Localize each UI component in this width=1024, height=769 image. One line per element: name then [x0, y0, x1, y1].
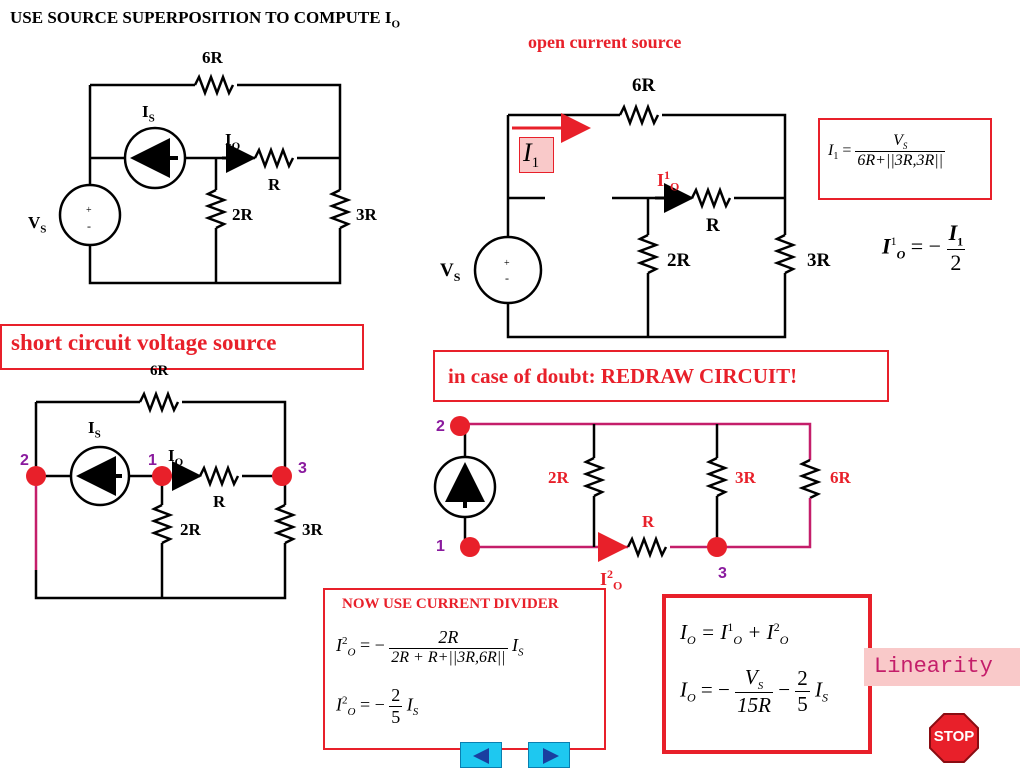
circuit-short-voltage	[34, 390, 297, 600]
label-6r: 6R	[830, 468, 851, 487]
plus-sign: +	[86, 205, 92, 216]
node-3-label: 3	[298, 460, 307, 477]
plus-sign: +	[504, 258, 510, 269]
label-2r: 2R	[232, 205, 253, 224]
linearity-label: Linearity	[864, 648, 1020, 686]
node-1-label: 1	[436, 538, 445, 555]
label-r: R	[268, 175, 281, 194]
label-3r: 3R	[735, 468, 756, 487]
short-circuit-label-box	[0, 324, 364, 370]
node-1-label: 1	[148, 452, 157, 469]
stop-label: STOP	[933, 728, 975, 745]
label-2r: 2R	[180, 520, 201, 539]
label-vs: VS	[440, 260, 461, 284]
minus-sign: -	[505, 271, 509, 285]
label-r: R	[706, 215, 720, 236]
short-circuit-title: short circuit voltage source	[11, 330, 277, 355]
stop-sign-icon	[929, 713, 979, 763]
circuit-original	[58, 73, 352, 285]
arrow-left-icon	[473, 748, 489, 764]
label-is: IS	[88, 418, 101, 441]
equation-i1-box	[818, 118, 992, 200]
label-io: IO	[168, 446, 184, 469]
label-is: IS	[142, 102, 155, 125]
node-2-label: 2	[436, 418, 445, 435]
circuit-redrawn	[433, 422, 822, 559]
next-slide-button[interactable]	[528, 742, 570, 768]
i1-label: I1	[519, 137, 554, 173]
prev-slide-button[interactable]	[460, 742, 502, 768]
open-current-title: open current source	[528, 32, 682, 52]
label-2r: 2R	[667, 250, 691, 271]
equation-sum: IO = I1O + I2O	[680, 620, 789, 648]
redraw-label-box	[433, 350, 889, 402]
arrow-right-icon	[543, 748, 559, 764]
node-3-label: 3	[718, 565, 727, 582]
label-io: IO	[225, 130, 241, 153]
label-3r: 3R	[302, 520, 323, 539]
io1-label: I1O	[657, 168, 680, 194]
result-box	[662, 594, 872, 754]
minus-sign: -	[87, 219, 91, 233]
page-title: USE SOURCE SUPERPOSITION TO COMPUTE IO	[10, 8, 401, 31]
label-2r: 2R	[548, 468, 569, 487]
label-r: R	[642, 512, 655, 531]
current-divider-box	[323, 588, 606, 750]
label-6r: 6R	[202, 48, 223, 67]
label-3r: 3R	[356, 205, 377, 224]
io2-label: I2O	[600, 567, 623, 593]
label-3r: 3R	[807, 250, 831, 271]
label-6r: 6R	[150, 363, 169, 379]
label-r: R	[213, 492, 226, 511]
current-divider-title: NOW USE CURRENT DIVIDER	[342, 596, 559, 612]
label-vs: VS	[28, 213, 47, 236]
redraw-title: in case of doubt: REDRAW CIRCUIT!	[448, 364, 798, 388]
node-2-label: 2	[20, 452, 29, 469]
stop-button[interactable]: STOP	[928, 712, 980, 764]
label-6r: 6R	[632, 75, 656, 96]
